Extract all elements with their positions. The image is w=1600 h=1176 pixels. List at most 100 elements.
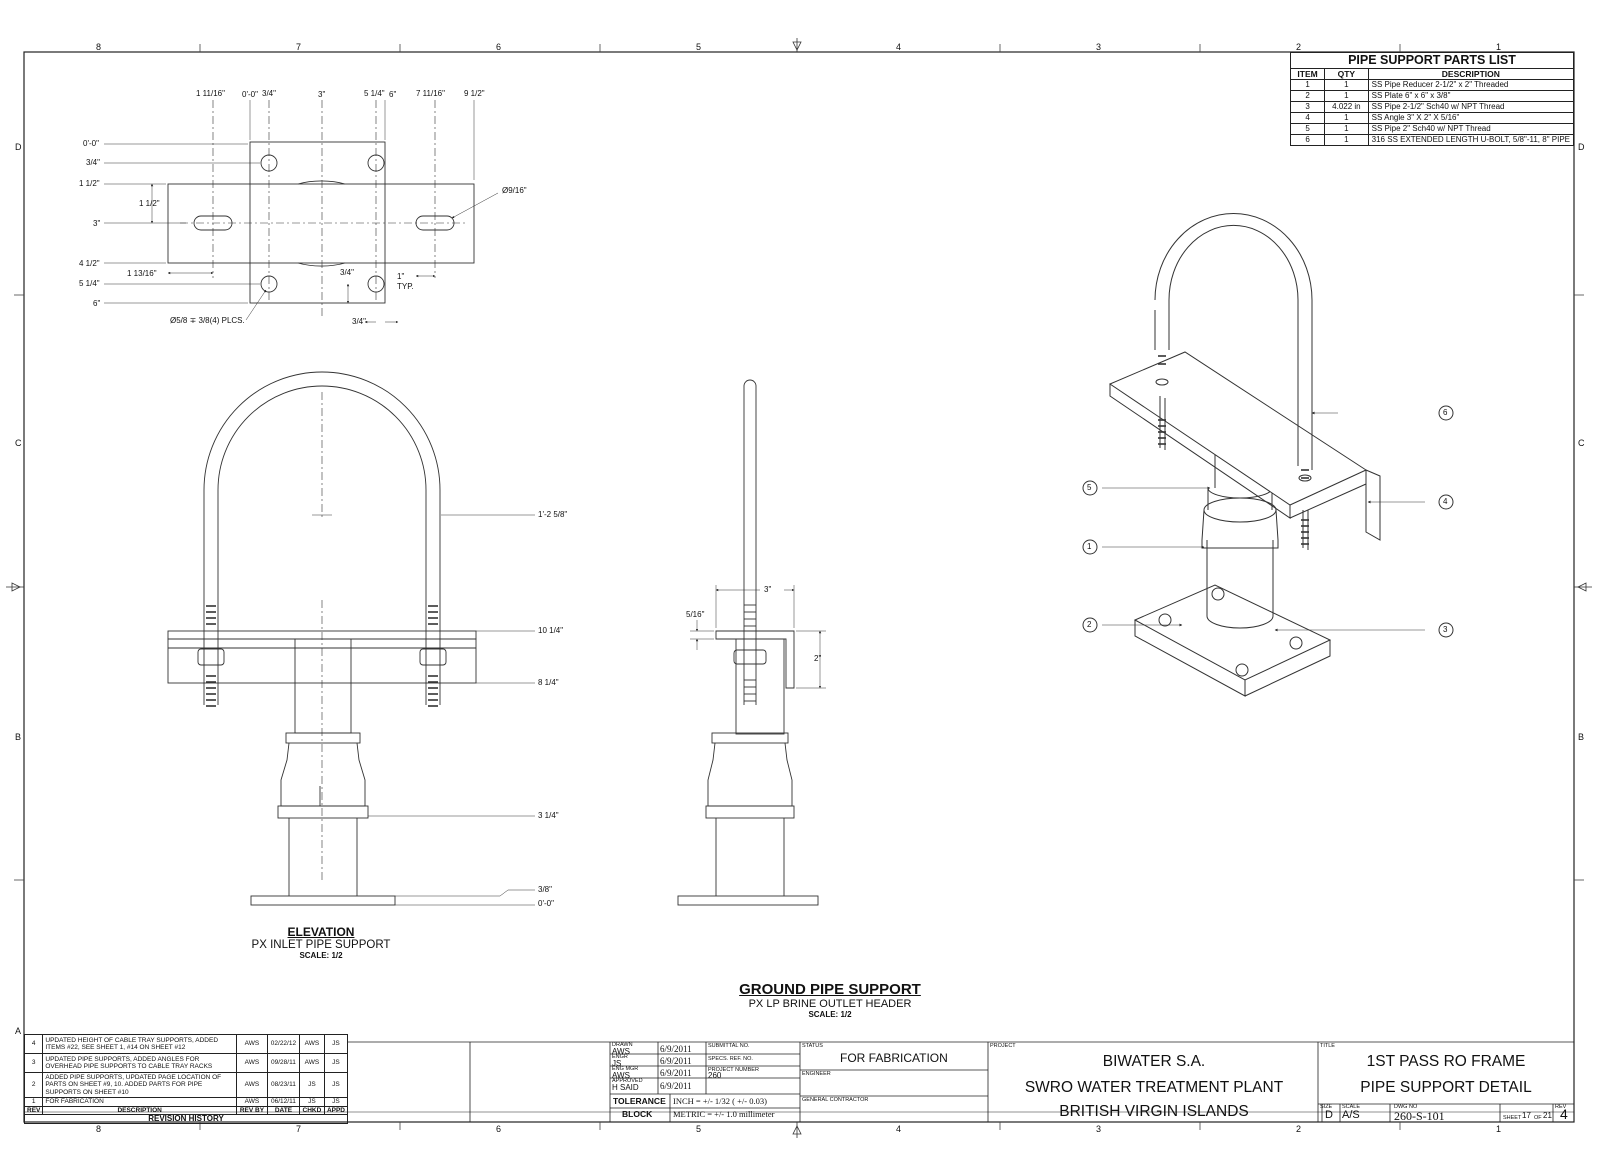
rev-appd: JS xyxy=(323,1034,349,1054)
mgr-label: ENG MGR xyxy=(612,1066,639,1072)
dim-top-1: 1 11/16" xyxy=(196,89,225,98)
main-title: GROUND PIPE SUPPORT xyxy=(739,981,921,998)
parts-description: SS Plate 6" x 6" x 3/8" xyxy=(1367,90,1575,102)
table-row: 5 1 SS Pipe 2" Sch40 w/ NPT Thread xyxy=(1289,123,1575,135)
approved-label: APPROVED xyxy=(612,1078,643,1084)
parts-qty: 1 xyxy=(1324,90,1369,102)
rev-by: AWS xyxy=(235,1097,268,1107)
dim-elev-2: 10 1/4" xyxy=(538,626,564,635)
scale-label: SCALE xyxy=(1342,1104,1361,1110)
dim-top-2: 0'-0" xyxy=(242,90,258,99)
rev-number: 1 xyxy=(23,1097,44,1107)
parts-item: 1 xyxy=(1289,79,1326,91)
size-label: SIZE xyxy=(1320,1104,1333,1110)
dim-left-7: 5 1/4" xyxy=(79,279,100,288)
project-name-block: BIWATER S.A. SWRO WATER TREATMENT PLANT … xyxy=(990,1049,1318,1123)
elevation-scale: SCALE: 1/2 xyxy=(299,951,343,960)
elevation-view xyxy=(167,371,535,906)
engr-by: JS xyxy=(612,1059,622,1068)
parts-header-qty: QTY xyxy=(1324,68,1369,80)
table-row: 1 1 SS Pipe Reducer 2-1/2" x 2" Threaded xyxy=(1289,79,1575,91)
balloon-4: 4 xyxy=(1443,497,1448,506)
rev-chkd: AWS xyxy=(298,1034,325,1054)
rev-description: UPDATED PIPE SUPPORTS, ADDED ANGLES FOR … xyxy=(42,1053,237,1073)
elevation-subtitle: PX INLET PIPE SUPPORT xyxy=(251,939,391,951)
balloon-3: 3 xyxy=(1443,625,1448,634)
dim-top-5: 5 1/4" xyxy=(364,89,385,98)
project-number-label: PROJECT NUMBER xyxy=(708,1067,759,1073)
project-label: PROJECT xyxy=(990,1043,1016,1049)
rev-by: AWS xyxy=(235,1072,268,1098)
dim-holes-callout: Ø5/8 ∓ 3/8(4) PLCS. xyxy=(170,316,245,325)
zone-col-6: 6 xyxy=(496,42,502,52)
dim-elev-1: 1'-2 5/8" xyxy=(538,510,568,519)
dim-elev-5: 3/8" xyxy=(538,885,552,894)
rev-number: 2 xyxy=(23,1072,44,1098)
dim-left-1: 0'-0" xyxy=(83,139,99,148)
zone-col-1: 1 xyxy=(1496,42,1502,52)
parts-item: 2 xyxy=(1289,90,1326,102)
drawn-by: AWS xyxy=(612,1047,630,1056)
parts-description: SS Angle 3" X 2" X 5/16" xyxy=(1367,112,1575,124)
project-line-3: BRITISH VIRGIN ISLANDS xyxy=(1059,1103,1249,1120)
main-subtitle: PX LP BRINE OUTLET HEADER xyxy=(748,998,912,1010)
rev-description: FOR FABRICATION xyxy=(42,1097,237,1107)
rev-chkd: JS xyxy=(298,1072,325,1098)
zone-col-1-bottom: 1 xyxy=(1496,1124,1502,1134)
mgr-by: AWS xyxy=(612,1071,630,1080)
side-view xyxy=(677,379,826,906)
project-number: 260 xyxy=(708,1071,722,1080)
dim-offset: 1 13/16" xyxy=(127,269,157,278)
balloon-5: 5 xyxy=(1087,483,1092,492)
drawing-title-line-2: PIPE SUPPORT DETAIL xyxy=(1360,1079,1532,1096)
revision-history-table: 4 UPDATED HEIGHT OF CABLE TRAY SUPPORTS,… xyxy=(23,1034,349,1124)
isometric-view xyxy=(1082,212,1454,697)
zone-col-7-bottom: 7 xyxy=(296,1124,302,1134)
dim-typ-value: 1" xyxy=(397,272,405,281)
parts-item: 4 xyxy=(1289,112,1326,124)
mgr-date: 6/9/2011 xyxy=(660,1068,692,1078)
parts-description: SS Pipe Reducer 2-1/2" x 2" Threaded xyxy=(1367,79,1575,91)
size-value: D xyxy=(1325,1109,1333,1121)
table-row: 1 FOR FABRICATION AWS 06/12/11 JS JS xyxy=(23,1097,349,1107)
rev-date: 09/28/11 xyxy=(266,1053,300,1073)
tolerance-metric: METRIC = +/- 1.0 millimeter xyxy=(673,1109,775,1119)
of-label: OF xyxy=(1534,1115,1542,1121)
dim-left-5: 3" xyxy=(93,219,101,228)
parts-description: SS Pipe 2" Sch40 w/ NPT Thread xyxy=(1367,123,1575,135)
rev-label: REV xyxy=(1555,1104,1567,1110)
tolerance-label-2: BLOCK xyxy=(622,1109,653,1119)
parts-item: 3 xyxy=(1289,101,1326,113)
table-row: 2 1 SS Plate 6" x 6" x 3/8" xyxy=(1289,90,1575,102)
dim-slot-diameter: Ø9/16" xyxy=(502,186,527,195)
title-label: TITLE xyxy=(1320,1043,1335,1049)
rev-description: UPDATED HEIGHT OF CABLE TRAY SUPPORTS, A… xyxy=(42,1034,237,1054)
table-row: 6 1 316 SS EXTENDED LENGTH U-BOLT, 5/8"-… xyxy=(1289,134,1575,146)
sheet-border xyxy=(23,51,1575,1123)
revision-history-title: REVISION HISTORY xyxy=(24,1114,348,1124)
balloon-6: 6 xyxy=(1443,408,1448,417)
sheet-number: 17 xyxy=(1522,1111,1531,1120)
rev-date: 06/12/11 xyxy=(266,1097,300,1107)
main-caption: GROUND PIPE SUPPORT PX LP BRINE OUTLET H… xyxy=(700,981,960,1019)
rev-chkd: JS xyxy=(298,1097,325,1107)
parts-description: SS Pipe 2-1/2" Sch40 w/ NPT Thread xyxy=(1367,101,1575,113)
zone-col-8-bottom: 8 xyxy=(96,1124,102,1134)
zone-col-2: 2 xyxy=(1296,42,1302,52)
status-label: STATUS xyxy=(802,1043,823,1049)
zone-col-6-bottom: 6 xyxy=(496,1124,502,1134)
specs-label: SPECS. REF. NO. xyxy=(708,1056,753,1062)
dim-side-height: 2" xyxy=(814,654,822,663)
main-scale: SCALE: 1/2 xyxy=(808,1010,852,1019)
dim-left-8: 6" xyxy=(93,299,101,308)
table-row: 2 ADDED PIPE SUPPORTS, UPDATED PAGE LOCA… xyxy=(23,1072,349,1098)
plan-view xyxy=(104,100,499,324)
rev-date: 08/23/11 xyxy=(266,1072,300,1098)
zone-col-4: 4 xyxy=(896,42,902,52)
rev-by: AWS xyxy=(235,1053,268,1073)
dim-elev-4: 3 1/4" xyxy=(538,811,559,820)
center-marks xyxy=(6,38,1592,1138)
engineer-label: ENGINEER xyxy=(802,1071,831,1077)
parts-header-item: ITEM xyxy=(1289,68,1326,80)
